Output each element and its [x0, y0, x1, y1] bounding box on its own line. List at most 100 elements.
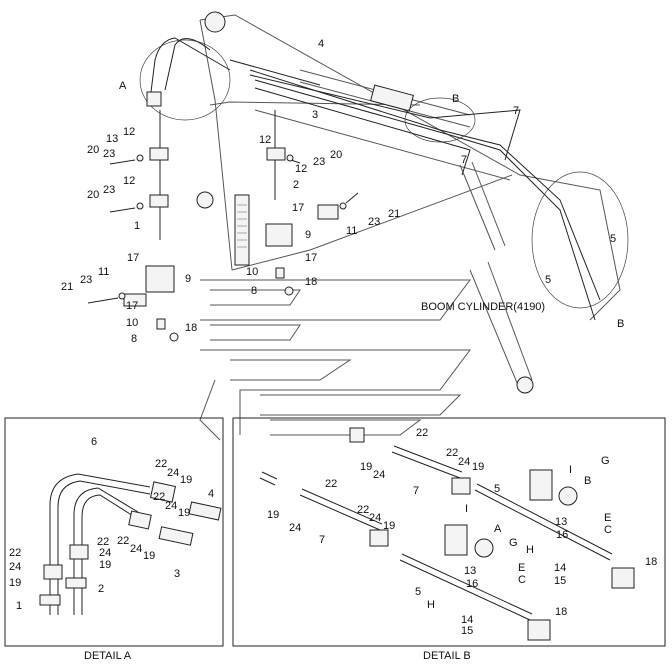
callout-b-b: B — [584, 475, 591, 487]
callout-2-main: 2 — [293, 179, 299, 191]
callout-7-b2: 7 — [319, 534, 325, 546]
callout-7-main-b: 7 — [461, 154, 467, 166]
callout-23-c: 23 — [103, 184, 115, 196]
callout-17-b: 17 — [127, 252, 139, 264]
callout-19-a3: 19 — [143, 550, 155, 562]
main-components — [87, 91, 359, 342]
callout-15-b1: 15 — [554, 575, 566, 587]
clamp-12-lower — [149, 194, 169, 208]
clamp-12-right — [266, 147, 286, 161]
callout-6: 6 — [91, 436, 97, 448]
detail-a-frame — [4, 417, 224, 647]
fitting-10-left — [156, 318, 166, 330]
clamp-11-left — [123, 293, 147, 307]
detail-b: 22 22 24 19 G 19 24 I B 22 7 5 I 19 22 2… — [232, 417, 666, 662]
callout-23-d: 23 — [368, 216, 380, 228]
callout-a-b: A — [494, 523, 502, 535]
callout-18-b: 18 — [185, 322, 197, 334]
callout-4-a: 4 — [208, 488, 214, 500]
callout-7-main: 7 — [513, 105, 519, 117]
plug-8-left — [169, 332, 179, 342]
detail-a-caption: DETAIL A — [84, 650, 132, 662]
boom-illustration — [139, 11, 629, 441]
fitting-top — [146, 91, 162, 107]
label-plate — [237, 204, 247, 248]
detail-b-caption: DETAIL B — [423, 650, 471, 662]
callout-9-b: 9 — [185, 273, 191, 285]
pipe-4 — [229, 59, 321, 86]
callout-22-b2: 22 — [446, 447, 458, 459]
callout-g-1: G — [601, 455, 610, 467]
callout-24-b1: 24 — [458, 456, 470, 468]
callout-3-a: 3 — [174, 568, 180, 580]
callout-3-main: 3 — [312, 109, 318, 121]
callout-12-b: 12 — [259, 134, 271, 146]
callout-11-b: 11 — [98, 266, 109, 278]
callout-15-b2: 15 — [461, 625, 473, 637]
callout-16-b2: 16 — [466, 578, 478, 590]
callout-10-b: 10 — [126, 317, 138, 329]
callout-16-b1: 16 — [556, 529, 568, 541]
callout-20-a: 20 — [87, 144, 99, 156]
pipe-3 — [254, 87, 471, 176]
main-callouts: A 4 B 7 3 12 13 23 20 12 20 23 12 7 12 2… — [61, 38, 624, 345]
callout-24-a1: 24 — [167, 467, 179, 479]
callout-11-a: 11 — [346, 225, 357, 237]
callout-17-c: 17 — [305, 252, 317, 264]
callout-19-a4: 19 — [99, 559, 111, 571]
callout-c-1: C — [604, 524, 612, 536]
pipe-5 — [249, 69, 601, 301]
callout-17-d: 17 — [126, 300, 138, 312]
callout-22-a3: 22 — [97, 536, 109, 548]
plug-8-right — [284, 286, 294, 296]
callout-i-2: I — [465, 503, 468, 515]
callout-23-b: 23 — [313, 156, 325, 168]
callout-12-c: 12 — [295, 163, 307, 175]
callout-1-a: 1 — [16, 600, 22, 612]
callout-19-b2: 19 — [360, 461, 372, 473]
callout-24-b3: 24 — [369, 512, 381, 524]
callout-18-b2: 18 — [555, 606, 567, 618]
callout-24-a4: 24 — [99, 547, 111, 559]
callout-18-a: 18 — [305, 276, 317, 288]
callout-8-a: 8 — [251, 285, 257, 297]
callout-24-a2: 24 — [165, 500, 177, 512]
callout-22-a5: 22 — [9, 547, 21, 559]
callout-5-b1: 5 — [494, 483, 500, 495]
callout-13-b1: 13 — [555, 516, 567, 528]
callout-b-main: B — [452, 93, 459, 105]
callout-1-main: 1 — [134, 220, 140, 232]
callout-10-a: 10 — [246, 266, 258, 278]
fitting-10-right — [275, 267, 285, 279]
callout-18-b1: 18 — [645, 556, 657, 568]
callout-a-main: A — [119, 80, 127, 92]
callout-19-a2: 19 — [178, 507, 190, 519]
pipes — [149, 37, 601, 321]
callout-24-b2: 24 — [373, 469, 385, 481]
callout-22-b1: 22 — [416, 427, 428, 439]
callout-5-b2: 5 — [415, 586, 421, 598]
detail-b-circle-upper — [404, 97, 476, 143]
clamp-11-right — [317, 204, 339, 220]
callout-h-1: H — [526, 544, 534, 556]
callout-24-a5: 24 — [9, 561, 21, 573]
detail-a: 6 22 24 19 4 22 24 19 22 22 24 19 24 19 … — [4, 417, 224, 662]
callout-19-a1: 19 — [180, 474, 192, 486]
callout-23-a: 23 — [103, 148, 115, 160]
callout-2-a: 2 — [98, 583, 104, 595]
callout-24-a3: 24 — [130, 543, 142, 555]
callout-14-b2: 14 — [461, 614, 473, 626]
detail-a-circle — [139, 39, 231, 121]
callout-19-b3: 19 — [267, 509, 279, 521]
callout-12-a: 12 — [123, 126, 135, 138]
callout-5-main-a: 5 — [610, 233, 616, 245]
callout-13-main: 13 — [106, 133, 118, 145]
callout-22-b3: 22 — [325, 478, 337, 490]
callout-24-b4: 24 — [289, 522, 301, 534]
callout-g-2: G — [509, 537, 518, 549]
detail-b-circle-lower — [531, 171, 629, 309]
callout-12-d: 12 — [123, 175, 135, 187]
callout-9-a: 9 — [305, 229, 311, 241]
callout-b-main-lower: B — [617, 318, 624, 330]
